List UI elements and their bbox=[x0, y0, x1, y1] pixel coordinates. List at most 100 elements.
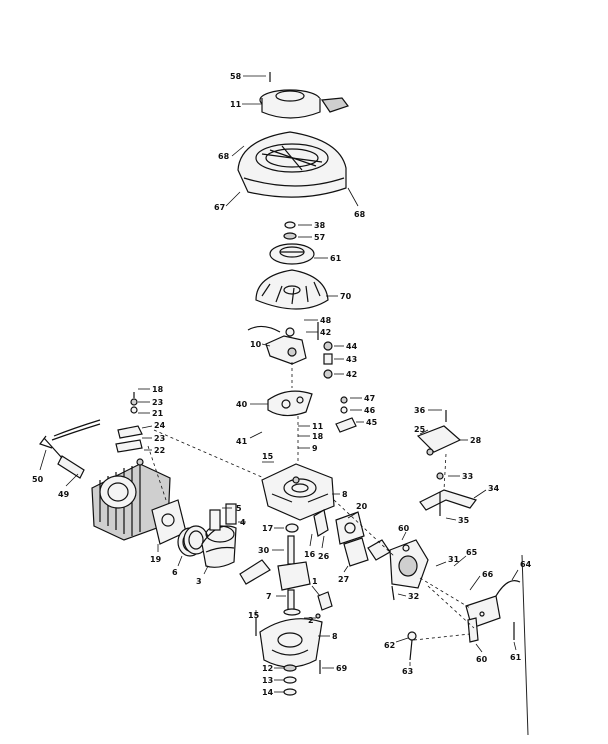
plate-40 bbox=[267, 390, 313, 417]
ignition-module bbox=[247, 322, 319, 365]
callout-6: 6 bbox=[172, 568, 178, 577]
callout-21: 21 bbox=[152, 409, 164, 418]
callout-68-left: 68 bbox=[218, 152, 230, 161]
seals-12-14 bbox=[283, 660, 321, 696]
cylinder-70 bbox=[91, 463, 171, 541]
callout-22: 22 bbox=[154, 446, 165, 455]
callout-31: 31 bbox=[448, 555, 460, 564]
callout-42-upper: 42 bbox=[320, 328, 331, 337]
callout-32: 32 bbox=[408, 592, 419, 601]
crankshaft-7 bbox=[277, 535, 311, 616]
callout-34: 34 bbox=[488, 484, 500, 493]
callout-20: 20 bbox=[356, 502, 368, 511]
callout-2: 2 bbox=[308, 616, 314, 625]
callout-28: 28 bbox=[470, 436, 482, 445]
callout-7: 7 bbox=[266, 592, 272, 601]
dashed-guides bbox=[147, 362, 475, 641]
conn-rod-pin bbox=[239, 559, 271, 585]
reed-plate bbox=[313, 509, 391, 567]
callout-23: 23 bbox=[152, 398, 163, 407]
callout-70: 70 bbox=[340, 292, 352, 301]
crankcase-cover-8 bbox=[255, 618, 323, 668]
callout-61-lower: 61 bbox=[510, 653, 522, 662]
callout-9: 9 bbox=[312, 444, 318, 453]
callout-65: 65 bbox=[466, 548, 478, 557]
callout-35: 35 bbox=[458, 516, 470, 525]
head-parts bbox=[115, 392, 144, 466]
governor-springs bbox=[323, 341, 333, 379]
callout-14: 14 bbox=[262, 688, 274, 697]
callout-12: 12 bbox=[262, 664, 273, 673]
callout-10: 10 bbox=[250, 340, 262, 349]
starter-cup bbox=[259, 72, 349, 119]
callout-63: 63 bbox=[402, 667, 413, 676]
callout-69: 69 bbox=[336, 664, 348, 673]
callout-47: 47 bbox=[364, 394, 375, 403]
callout-18-mid: 18 bbox=[312, 432, 324, 441]
callout-labels: 58 11 68 67 68 38 57 61 70 48 42 10 44 4… bbox=[32, 72, 532, 697]
callout-64: 64 bbox=[520, 560, 532, 569]
callout-44: 44 bbox=[346, 342, 358, 351]
callout-45: 45 bbox=[366, 418, 378, 427]
callout-24: 24 bbox=[154, 421, 166, 430]
piston-3 bbox=[201, 525, 237, 568]
callout-33: 33 bbox=[462, 472, 473, 481]
flywheel-70 bbox=[255, 269, 329, 310]
callout-43: 43 bbox=[346, 355, 357, 364]
callout-25: 25 bbox=[414, 425, 426, 434]
bracket-66 bbox=[465, 580, 521, 643]
page-edge-line bbox=[521, 554, 529, 736]
callout-46: 46 bbox=[364, 406, 376, 415]
callout-5: 5 bbox=[236, 504, 242, 513]
crankcase-8 bbox=[261, 463, 335, 521]
callout-60-lower: 60 bbox=[476, 655, 488, 664]
callout-48: 48 bbox=[320, 316, 332, 325]
callout-13: 13 bbox=[262, 676, 273, 685]
callout-27: 27 bbox=[338, 575, 349, 584]
parts-45-47 bbox=[335, 396, 357, 433]
callout-50: 50 bbox=[32, 475, 44, 484]
bushing-17 bbox=[285, 523, 299, 533]
callout-49: 49 bbox=[58, 490, 70, 499]
callout-11: 11 bbox=[230, 100, 242, 109]
callout-68-right: 68 bbox=[354, 210, 366, 219]
callout-38: 38 bbox=[314, 221, 326, 230]
callout-15: 15 bbox=[262, 452, 274, 461]
callout-8-lower: 8 bbox=[332, 632, 338, 641]
callout-4: 4 bbox=[240, 518, 246, 527]
spark-plug bbox=[39, 435, 85, 479]
fuel-fitting-62 bbox=[407, 631, 417, 661]
callout-18: 18 bbox=[152, 385, 164, 394]
callout-67: 67 bbox=[214, 203, 225, 212]
callout-66: 66 bbox=[482, 570, 494, 579]
callout-1: 1 bbox=[312, 577, 318, 586]
washer-57 bbox=[283, 221, 297, 240]
callout-36: 36 bbox=[414, 406, 426, 415]
piston-pin bbox=[209, 503, 237, 531]
callout-62: 62 bbox=[384, 641, 395, 650]
callout-57: 57 bbox=[314, 233, 325, 242]
carburetor-60 bbox=[389, 539, 429, 601]
blower-housing bbox=[237, 131, 347, 198]
callout-30: 30 bbox=[258, 546, 270, 555]
callout-15-lower: 15 bbox=[248, 611, 260, 620]
bearing-1 bbox=[315, 591, 333, 619]
pulley-61 bbox=[269, 243, 315, 265]
callout-41: 41 bbox=[236, 437, 248, 446]
callout-16: 16 bbox=[304, 550, 316, 559]
callout-61: 61 bbox=[330, 254, 342, 263]
callout-19: 19 bbox=[150, 555, 162, 564]
callout-3: 3 bbox=[196, 577, 202, 586]
wire-clip bbox=[51, 419, 101, 441]
callout-23-lower: 23 bbox=[154, 434, 165, 443]
callout-42-lower: 42 bbox=[346, 370, 357, 379]
callout-58: 58 bbox=[230, 72, 242, 81]
callout-26: 26 bbox=[318, 552, 330, 561]
callout-8: 8 bbox=[342, 490, 348, 499]
callout-17: 17 bbox=[262, 524, 273, 533]
callout-11-mid: 11 bbox=[312, 422, 324, 431]
callout-40: 40 bbox=[236, 400, 248, 409]
callout-60: 60 bbox=[398, 524, 410, 533]
